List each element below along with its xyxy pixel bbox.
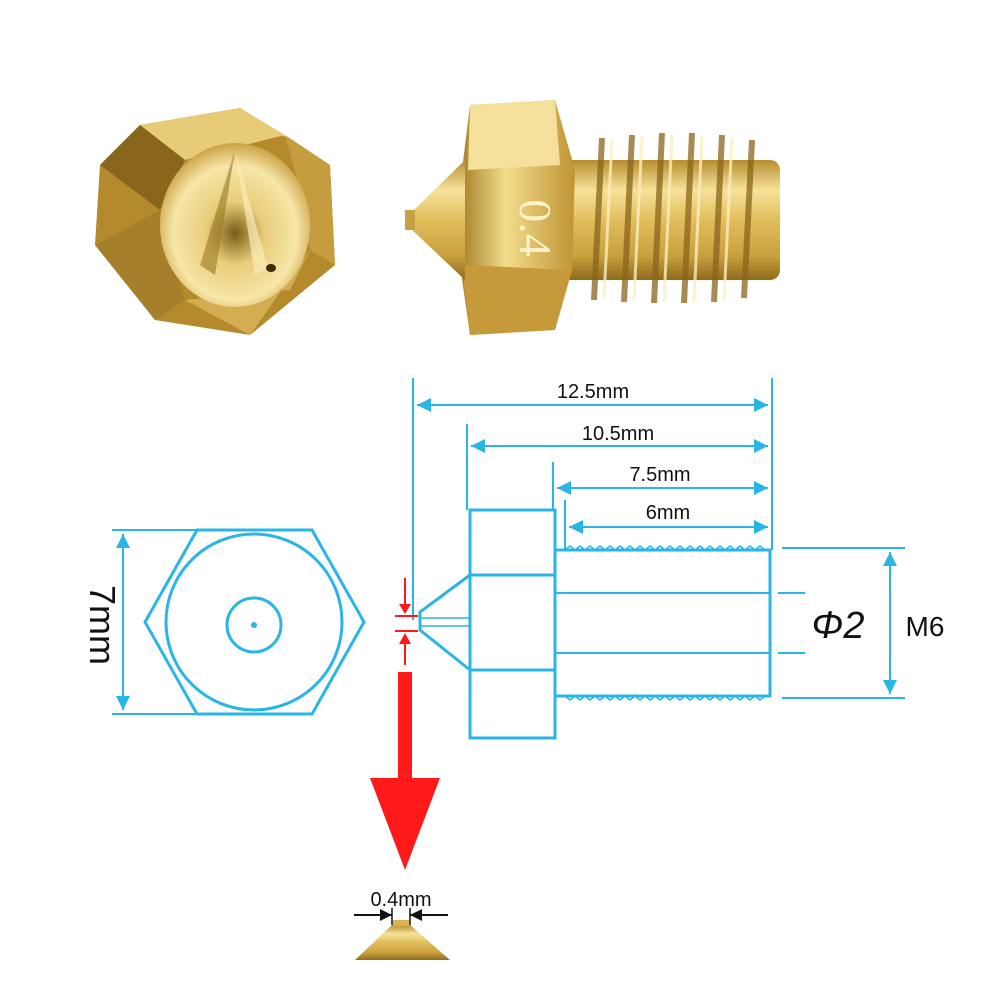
right-dimension-lines (778, 547, 905, 699)
hex-outline (143, 528, 366, 716)
thread-teeth-bottom (564, 695, 766, 701)
nozzle-photo-side: 0.4 (405, 100, 780, 335)
thread-teeth-top (564, 545, 766, 551)
total-length-label: 12.5mm (557, 381, 629, 403)
thread-length-label: 6mm (646, 502, 690, 524)
arrow-shaft (398, 672, 412, 784)
thread-body-outline (553, 548, 772, 698)
tip-callout (370, 578, 440, 870)
nozzle-hole-label: 0.4mm (370, 889, 431, 911)
nozzle-photo-front (95, 108, 335, 335)
bore-circle (225, 596, 283, 654)
extension-lines (412, 378, 773, 620)
hex-body-outline (468, 508, 557, 740)
tip-closeup: 0.4mm (354, 889, 450, 960)
thread-size-label: M6 (906, 611, 945, 642)
side-view-drawing (418, 508, 772, 740)
front-view-drawing (112, 528, 366, 716)
neck-length-label: 7.5mm (629, 464, 690, 486)
nozzle-hole (266, 264, 276, 272)
hex-inner-circle (164, 532, 344, 712)
size-marking-label: 0.4 (510, 199, 561, 257)
arrow-head (370, 778, 440, 870)
nozzle-cone-bore (160, 143, 310, 307)
tip-cone (355, 925, 450, 960)
dimension-lines (417, 398, 768, 534)
cone-outline (418, 573, 471, 672)
bore-diameter-label: Φ2 (812, 605, 865, 647)
hex-width-label: 7mm (82, 585, 123, 665)
thread-ridges (591, 132, 755, 304)
body-length-label: 10.5mm (582, 423, 654, 445)
